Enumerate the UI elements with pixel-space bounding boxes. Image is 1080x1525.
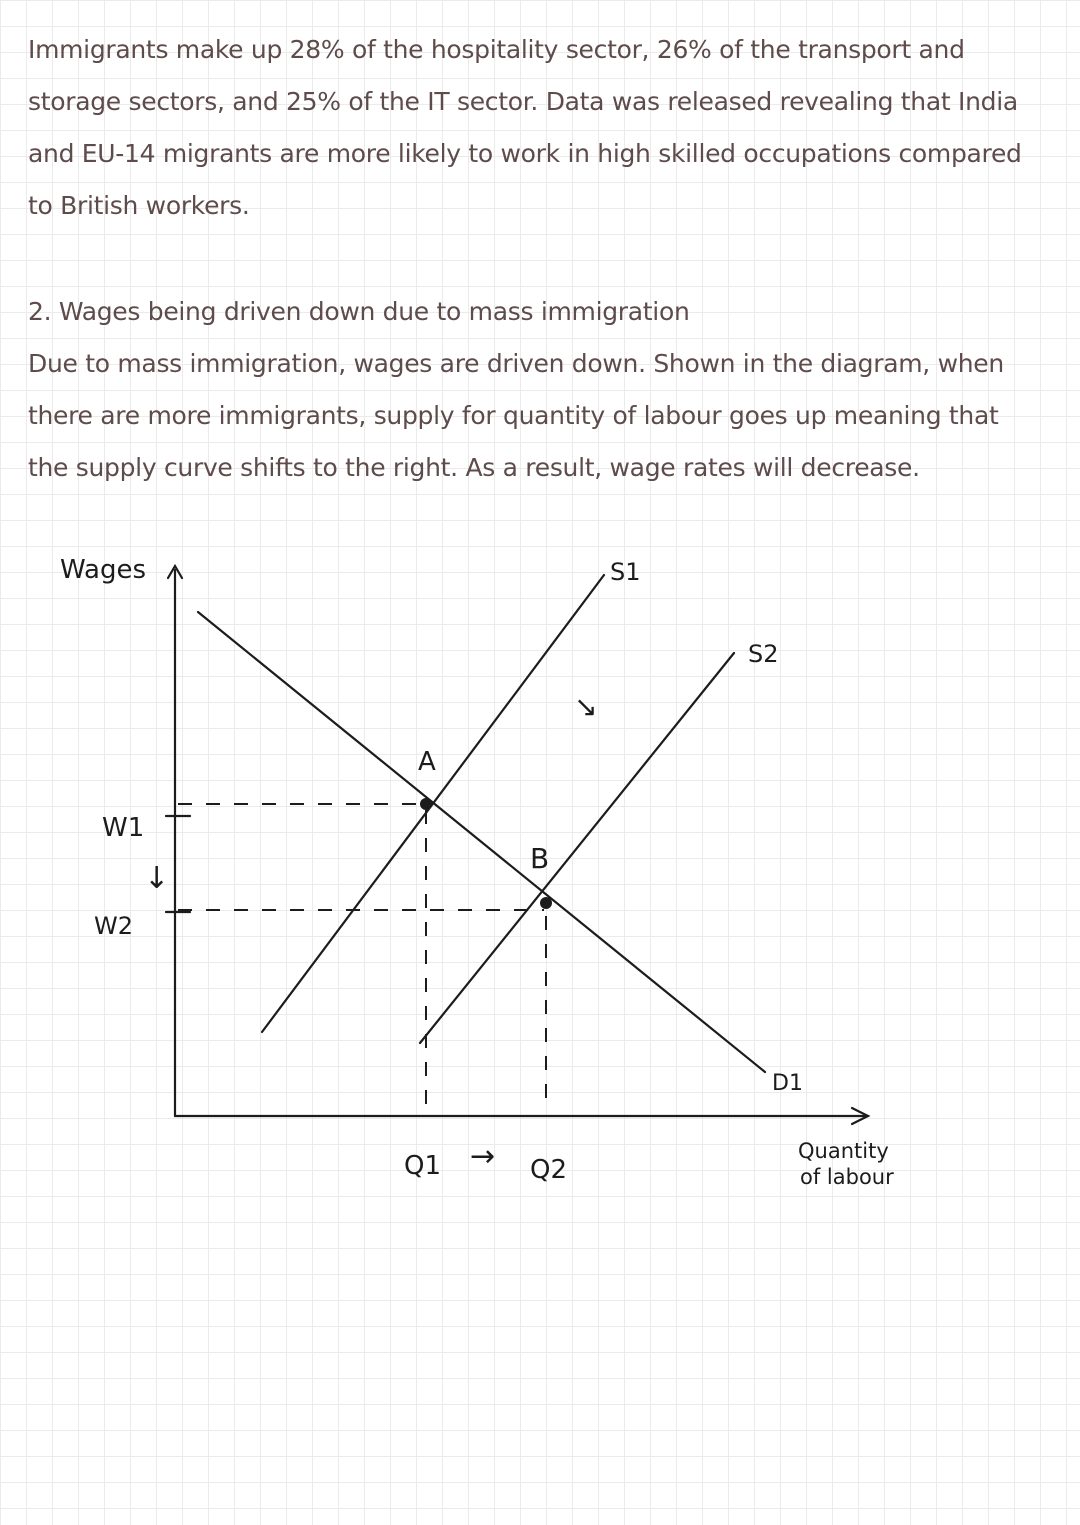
point-b-label: B <box>530 842 549 875</box>
demand-curve-d1 <box>196 610 767 1074</box>
supply-1-label: S1 <box>610 558 641 586</box>
demand-label: D1 <box>772 1071 803 1096</box>
wage-1-label: W1 <box>102 813 144 843</box>
section-heading: 2. Wages being driven down due to mass i… <box>28 297 690 326</box>
labour-market-diagram: Wages S1 S2 D1 A B W1 ↓ W2 Q1 → Q2 ↘ Qua… <box>60 555 894 1189</box>
y-axis-label: Wages <box>60 555 146 585</box>
supply-curve-s2 <box>418 651 736 1045</box>
x-axis-arrowhead <box>850 1106 871 1126</box>
wage-shift-arrow: ↓ <box>144 861 169 896</box>
intro-paragraph: Immigrants make up 28% of the hospitalit… <box>28 35 1022 220</box>
wage-2-label: W2 <box>94 912 133 940</box>
quantity-1-label: Q1 <box>404 1151 441 1181</box>
y-axis-arrowhead <box>166 563 184 580</box>
point-a-label: A <box>418 747 436 777</box>
quantity-shift-arrow: → <box>470 1139 495 1174</box>
supply-shift-arrow: ↘ <box>574 690 597 723</box>
equilibrium-point-b <box>540 897 552 909</box>
x-axis-label-line-2: of labour <box>800 1165 894 1189</box>
section-body: Due to mass immigration, wages are drive… <box>28 349 1004 482</box>
supply-2-label: S2 <box>748 640 779 668</box>
supply-curve-s1 <box>260 573 606 1034</box>
quantity-2-label: Q2 <box>530 1155 567 1185</box>
equilibrium-point-a <box>420 798 432 810</box>
x-axis-label-line-1: Quantity <box>798 1139 889 1163</box>
